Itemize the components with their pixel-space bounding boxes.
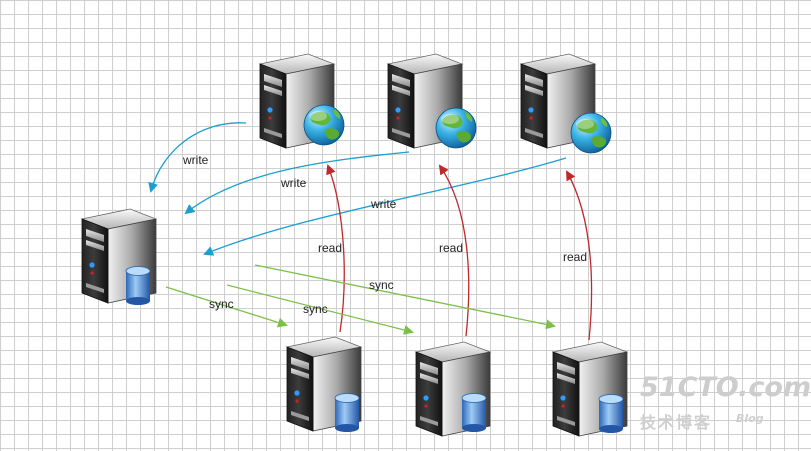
watermark-logo: 51CTO.com (640, 372, 811, 403)
master-db-server (81, 208, 157, 306)
read-label-1: read (318, 241, 342, 255)
sync-label-3: sync (369, 278, 394, 292)
read-arrow-3 (566, 170, 593, 341)
write-label-2: write (280, 176, 307, 190)
write-arrows (148, 122, 567, 256)
sync-arrow-3 (254, 264, 556, 330)
architecture-diagram: write write write read read read sync sy… (81, 53, 628, 437)
sync-arrow-1 (165, 286, 288, 328)
slave-db-server-1 (286, 336, 362, 433)
web-server-2 (387, 53, 477, 149)
sync-label-1: sync (209, 297, 234, 311)
globe-icon (435, 107, 477, 149)
database-icon (598, 394, 624, 434)
write-arrow-2 (184, 151, 410, 215)
database-icon (125, 266, 151, 306)
watermark: 51CTO.com 技术博客 Blog (636, 372, 811, 442)
read-label-3: read (563, 250, 587, 264)
slave-db-server-3 (552, 341, 628, 437)
globe-icon (303, 104, 345, 146)
sync-arrows (165, 264, 556, 335)
write-label-1: write (182, 153, 209, 167)
read-arrows (326, 164, 593, 341)
read-arrow-2 (438, 164, 470, 337)
database-icon (334, 393, 360, 433)
read-arrow-1 (326, 164, 345, 333)
read-label-2: read (439, 241, 463, 255)
web-server-3 (520, 53, 612, 154)
write-arrow-3 (203, 157, 567, 256)
watermark-blog: Blog (736, 412, 764, 425)
slave-db-server-2 (415, 341, 491, 437)
write-arrow-1 (148, 122, 247, 193)
database-icon (461, 393, 487, 433)
watermark-subtitle: 技术博客 (640, 413, 713, 432)
sync-arrow-2 (226, 284, 414, 335)
web-server-1 (259, 53, 345, 149)
sync-label-2: sync (303, 302, 328, 316)
globe-icon (570, 112, 612, 154)
write-label-3: write (370, 197, 397, 211)
